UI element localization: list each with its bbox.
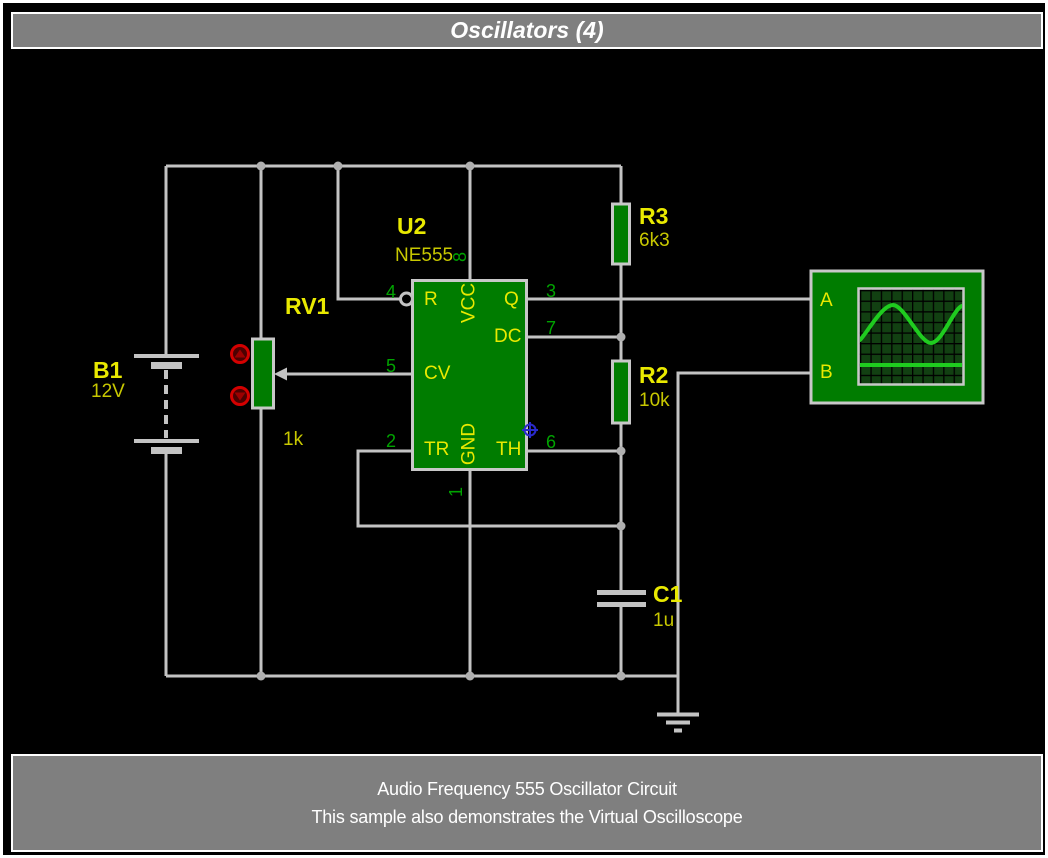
ic-pin-label-control: CV — [424, 363, 451, 384]
r2-ref-label: R2 — [639, 362, 669, 388]
ic-pin-label-reset: R — [424, 289, 438, 310]
up-arrow-icon — [234, 349, 246, 358]
pin-number-2: 2 — [386, 431, 397, 451]
reset-invert-bubble-icon — [399, 291, 414, 307]
r3-value-label: 6k3 — [639, 230, 670, 251]
pin-number-7: 7 — [546, 318, 557, 338]
scope-channel-b-label: B — [820, 362, 833, 383]
page-title: Oscillators (4) — [450, 17, 604, 43]
probe-marker-icon[interactable] — [522, 422, 538, 438]
pot-increase-button[interactable] — [230, 344, 250, 364]
c1-value-label: 1u — [653, 610, 675, 631]
junction-dots — [256, 161, 626, 681]
pot-wiper-arrow-icon — [274, 367, 287, 381]
ic-pin-label-output: Q — [504, 289, 519, 310]
scope-channel-a-label: A — [820, 290, 833, 311]
title-bar: Oscillators (4) — [11, 12, 1043, 49]
battery-value-label: 12V — [91, 381, 125, 402]
resistor-r3-body[interactable] — [611, 202, 631, 266]
pin-number-5: 5 — [386, 356, 397, 376]
wire-scope-b-to-ground[interactable] — [676, 371, 811, 676]
caption-bar: Audio Frequency 555 Oscillator Circuit T… — [11, 754, 1043, 852]
ic-value-label: NE555 — [395, 245, 454, 266]
junction-dot — [465, 671, 475, 681]
junction-dot — [616, 521, 626, 531]
r3-ref-label: R3 — [639, 203, 669, 229]
oscilloscope[interactable] — [809, 269, 985, 405]
ic-pin-label-trigger: TR — [424, 439, 450, 460]
down-arrow-icon — [234, 392, 246, 401]
pot-decrease-button[interactable] — [230, 386, 250, 406]
ic-pin-label-gnd: GND — [458, 422, 480, 466]
caption-line-2: This sample also demonstrates the Virtua… — [311, 806, 743, 827]
wire-reset-pin4[interactable] — [336, 166, 400, 301]
ground-symbol[interactable] — [657, 712, 699, 733]
wires[interactable] — [164, 164, 811, 714]
capacitor-c1-symbol[interactable] — [597, 590, 646, 607]
junction-dot — [333, 161, 343, 171]
oscilloscope-screen — [857, 287, 965, 386]
pot-ref-label: RV1 — [285, 293, 330, 319]
pin-number-1: 1 — [446, 486, 466, 498]
junction-dot — [465, 161, 475, 171]
junction-dot — [616, 671, 626, 681]
caption-line-1: Audio Frequency 555 Oscillator Circuit — [377, 778, 677, 799]
pin-number-3: 3 — [546, 281, 557, 301]
c1-ref-label: C1 — [653, 581, 683, 607]
junction-dot — [256, 161, 266, 171]
ic-pin-label-discharge: DC — [494, 326, 522, 347]
junction-dot — [256, 671, 266, 681]
pin-number-4: 4 — [386, 282, 397, 302]
junction-dot — [616, 332, 626, 342]
battery-symbol[interactable] — [134, 354, 199, 454]
resistor-r2-body[interactable] — [611, 359, 631, 425]
r2-value-label: 10k — [639, 390, 670, 411]
ic-pin-label-vcc: VCC — [458, 282, 480, 324]
pot-value-label: 1k — [283, 429, 304, 450]
ic-u2-body[interactable] — [411, 279, 528, 471]
junction-dot — [616, 446, 626, 456]
ic-pin-label-threshold: TH — [496, 439, 522, 460]
pin-number-8: 8 — [450, 251, 470, 263]
scope-trace-a — [860, 302, 962, 346]
potentiometer-rv1[interactable] — [251, 337, 288, 410]
battery-ref-label: B1 — [93, 357, 123, 383]
wire-trigger-loop[interactable] — [356, 449, 621, 528]
circuit-canvas — [134, 161, 985, 733]
ic-ref-label: U2 — [397, 213, 427, 239]
pin-number-6: 6 — [546, 432, 557, 452]
